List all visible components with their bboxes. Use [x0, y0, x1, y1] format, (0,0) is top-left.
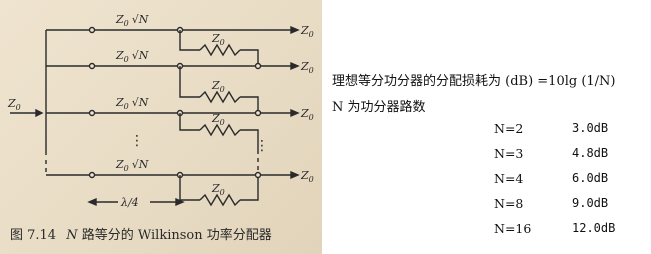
res-3-right-lead	[240, 129, 259, 150]
output-4-label: Z0	[300, 169, 314, 184]
res-2-right-lead	[240, 96, 259, 113]
length-arrow-left	[87, 197, 97, 207]
output-arrow-4	[290, 170, 300, 180]
n-definition-text: N 为功分器路数	[332, 100, 426, 115]
loss-formula-text: 理想等分功分器的分配损耗为 (dB) =10lg (1/N)	[332, 74, 616, 89]
loss-table-n: N=3	[494, 146, 524, 161]
resistor-3	[199, 123, 241, 137]
length-label: λ/4	[120, 196, 139, 209]
loss-table-row: N=4 6.0dB	[322, 171, 651, 191]
loss-table-db: 3.0dB	[572, 121, 609, 135]
common-node-3	[254, 109, 262, 117]
notes-panel: 理想等分功分器的分配损耗为 (dB) =10lg (1/N) N 为功分器路数 …	[322, 0, 651, 254]
common-node-4	[254, 171, 262, 179]
resistor-3-label: Z0	[211, 112, 225, 127]
input-label: Z0	[7, 97, 21, 112]
loss-table-row: N=3 4.8dB	[322, 146, 651, 166]
loss-table-n: N=4	[494, 171, 524, 186]
output-3-label: Z0	[300, 107, 314, 122]
output-1-label: Z0	[300, 24, 314, 39]
res-4-left-lead	[179, 175, 200, 201]
resistor-1	[199, 43, 241, 57]
branch-4-impedance-label: Z0√N	[115, 158, 149, 173]
branch-3-node-left	[88, 109, 96, 117]
wilkinson-diagram-photo: Z0√N Z0√N Z0√N Z0√N Z0 Z0 Z0 Z0 Z0 Z0 Z0…	[0, 0, 322, 254]
figure-caption: 图 7.14 N 路等分的 Wilkinson 功率分配器	[10, 227, 272, 243]
loss-table-db: 9.0dB	[572, 196, 609, 210]
branch-3-impedance-label: Z0√N	[115, 96, 149, 111]
branch-2-impedance-label: Z0√N	[115, 49, 149, 64]
loss-table-db: 6.0dB	[572, 171, 609, 185]
res-1-left-lead	[179, 30, 200, 51]
resistor-1-label: Z0	[211, 32, 225, 47]
loss-table-n: N=8	[494, 196, 524, 211]
output-arrow-2	[290, 61, 300, 71]
res-4-right-lead	[240, 175, 259, 201]
resistor-4-label: Z0	[211, 182, 225, 197]
loss-table-row: N=2 3.0dB	[322, 121, 651, 141]
wilkinson-schematic: Z0√N Z0√N Z0√N Z0√N Z0 Z0 Z0 Z0 Z0 Z0 Z0…	[7, 13, 314, 243]
branch-1-impedance-label: Z0√N	[115, 13, 149, 28]
dots-right: ⋮	[255, 138, 269, 154]
branch-1-node-left	[88, 26, 96, 34]
loss-table-row: N=16 12.0dB	[322, 221, 651, 241]
dots-left: ⋮	[130, 133, 144, 149]
loss-table-n: N=16	[494, 221, 532, 236]
loss-table-db: 4.8dB	[572, 146, 609, 160]
loss-table-db: 12.0dB	[572, 221, 616, 235]
resistor-2	[199, 90, 241, 104]
common-node-2	[254, 62, 262, 70]
branch-4-node-left	[88, 171, 96, 179]
loss-table-n: N=2	[494, 121, 524, 136]
output-2-label: Z0	[300, 60, 314, 75]
loss-table-row: N=8 9.0dB	[322, 196, 651, 216]
input-arrow	[35, 108, 44, 118]
resistor-4	[199, 193, 241, 207]
output-arrow-3	[290, 108, 300, 118]
res-1-right-lead	[240, 49, 259, 66]
res-2-left-lead	[179, 66, 200, 98]
resistor-2-label: Z0	[211, 79, 225, 94]
output-arrow-1	[290, 25, 300, 35]
branch-2-node-left	[88, 62, 96, 70]
res-3-left-lead	[179, 113, 200, 131]
length-arrow-right	[175, 197, 185, 207]
